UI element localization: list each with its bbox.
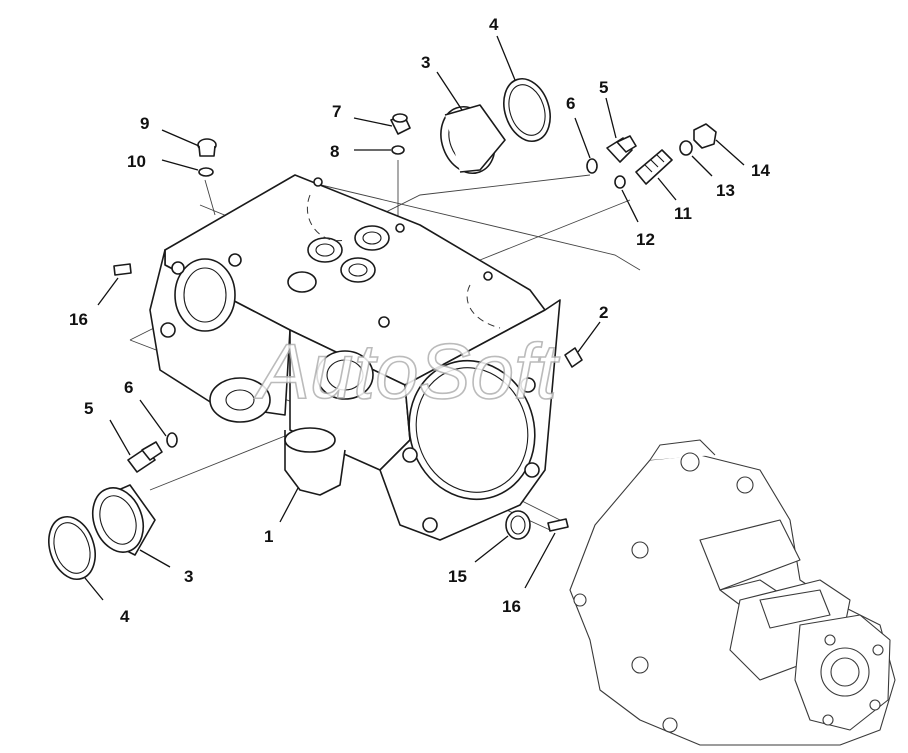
callout-labels: 1 2 3 3 4 4 5 5 6 6 7 8 9 10 11 12 13 14… <box>69 15 770 626</box>
sleeve-part-3-upper <box>440 104 506 174</box>
snap-ring-part-4-lower <box>48 516 96 580</box>
callout-8: 8 <box>330 142 339 161</box>
callout-5-upper: 5 <box>599 78 608 97</box>
callout-11: 11 <box>674 204 692 223</box>
callout-16-upper: 16 <box>69 310 88 329</box>
pump-assembly-background <box>569 439 896 746</box>
callout-9: 9 <box>140 114 149 133</box>
sleeve-part-3-lower <box>91 484 156 556</box>
callout-4-upper: 4 <box>489 15 499 34</box>
callout-7: 7 <box>332 102 341 121</box>
snap-ring-part-4-upper <box>503 78 551 142</box>
callout-13: 13 <box>716 181 735 200</box>
callout-3-lower: 3 <box>184 567 193 586</box>
leader-lines <box>84 35 745 601</box>
callout-6-lower: 6 <box>124 378 133 397</box>
callout-14: 14 <box>751 161 770 180</box>
callout-15: 15 <box>448 567 467 586</box>
callout-5-lower: 5 <box>84 399 93 418</box>
callout-1: 1 <box>264 527 273 546</box>
callout-16-lower: 16 <box>502 597 521 616</box>
watermark-text: AutoSoft <box>254 327 561 415</box>
callout-4-lower: 4 <box>120 607 130 626</box>
callout-2: 2 <box>599 303 608 322</box>
valve-housing-part-1 <box>149 174 561 541</box>
callout-12: 12 <box>636 230 655 249</box>
fittings <box>113 113 717 540</box>
callout-6-upper: 6 <box>566 94 575 113</box>
callout-3-upper: 3 <box>421 53 430 72</box>
callout-10: 10 <box>127 152 146 171</box>
